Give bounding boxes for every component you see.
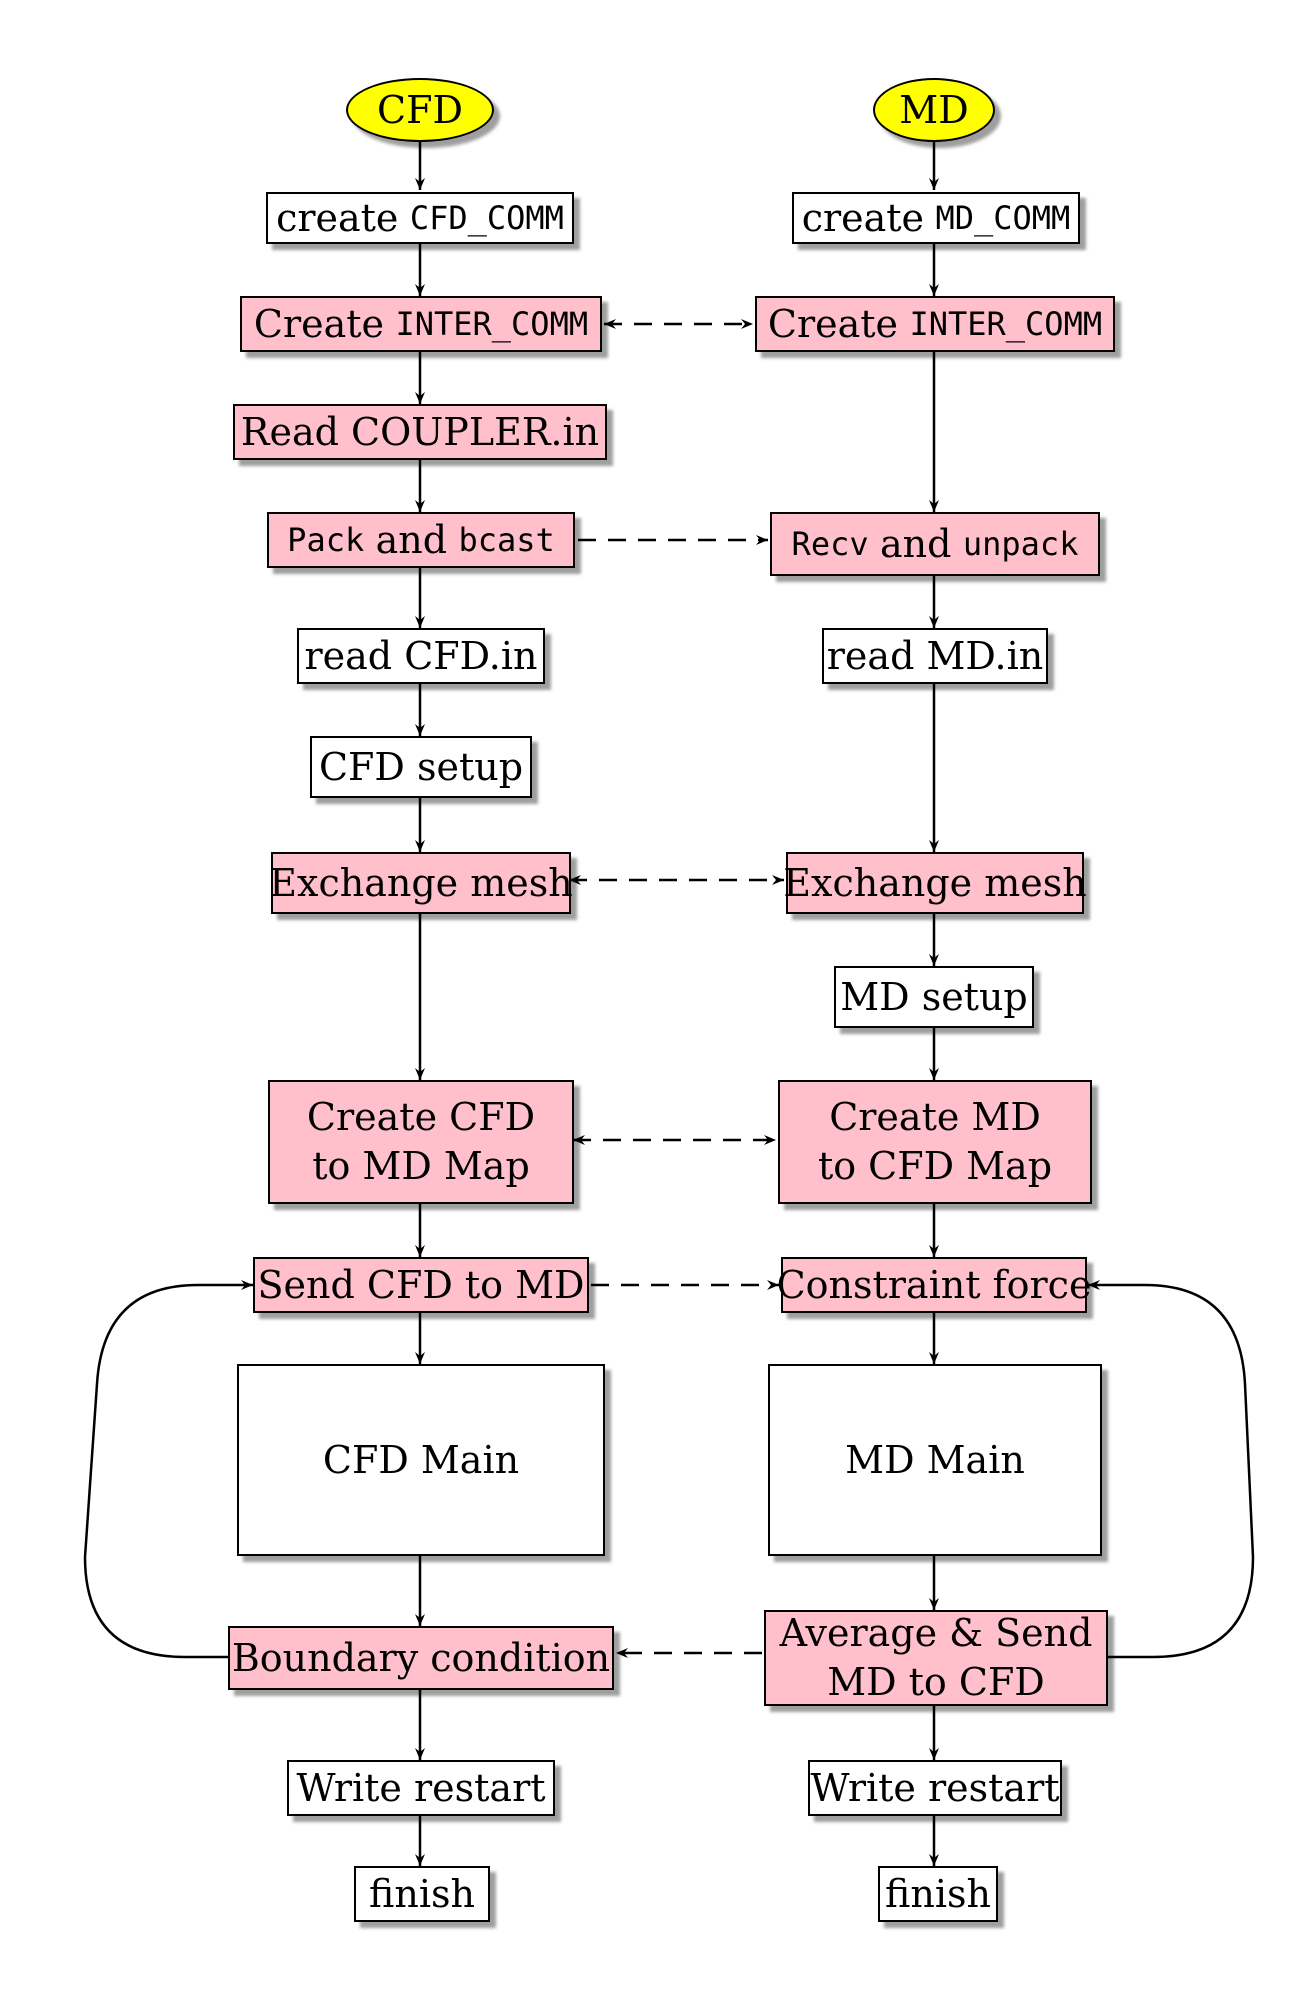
md-start-node: MD [873,78,995,142]
md-exchange-mesh-box: Exchange mesh [783,852,1087,914]
cfd-create-comm-box: create CFD_COMM [266,192,574,244]
cfd-setup-box: CFD setup [310,736,532,798]
md-unpack-code: unpack [962,524,1079,563]
cfd-send-box: Send CFD to MD [253,1257,589,1313]
cfd-write-restart-label: Write restart [296,1765,546,1810]
md-main-box: MD Main [768,1364,1102,1556]
cfd-finish-label: finish [369,1871,475,1916]
md-constraint-force-label: Constraint force [776,1262,1092,1307]
cfd-boundary-box: Boundary condition [228,1626,614,1690]
cfd-create-inter-word: Create [253,301,385,346]
cfd-start-node: CFD [346,78,494,142]
cfd-start-label: CFD [377,88,463,132]
md-create-comm-box: create MD_COMM [792,192,1080,244]
cfd-exchange-mesh-box: Exchange mesh [269,852,573,914]
md-read-in-label: read MD.in [826,633,1044,678]
cfd-pack-word: and [375,517,448,562]
md-average-line2: MD to CFD [827,1660,1045,1704]
md-write-restart-label: Write restart [810,1765,1060,1810]
cfd-create-map-line2: to MD Map [312,1144,530,1188]
cfd-setup-label: CFD setup [318,744,524,789]
cfd-read-coupler-box: Read COUPLER.in [233,404,607,460]
md-average-line1: Average & Send [779,1611,1093,1656]
md-create-comm-word: create [801,195,925,240]
cfd-read-in-label: read CFD.in [304,633,538,678]
md-create-inter-comm-box: Create INTER_COMM [755,296,1115,352]
md-create-comm-code: MD_COMM [935,198,1071,237]
md-create-map-line2: to CFD Map [817,1144,1053,1188]
md-create-map-box: Create MD to CFD Map [778,1080,1092,1204]
md-main-label: MD Main [845,1437,1025,1482]
cfd-read-in-box: read CFD.in [297,628,545,684]
cfd-main-box: CFD Main [237,1364,605,1556]
cfd-pack-code: Pack [287,520,365,559]
cfd-finish-box: finish [354,1866,490,1922]
md-recv-word: and [880,521,952,566]
cfd-bcast-code: bcast [458,520,555,559]
cfd-create-comm-word: create [276,195,399,240]
cfd-write-restart-box: Write restart [287,1760,555,1816]
cfd-boundary-label: Boundary condition [231,1635,611,1680]
md-finish-label: finish [885,1871,991,1916]
md-write-restart-box: Write restart [808,1760,1062,1816]
md-create-inter-word: Create [767,301,899,346]
md-start-label: MD [899,88,969,132]
md-finish-box: finish [878,1866,998,1922]
md-average-send-box: Average & Send MD to CFD [764,1610,1108,1706]
cfd-main-label: CFD Main [322,1437,520,1482]
cfd-create-inter-code: INTER_COMM [395,304,589,343]
md-recv-code: Recv [791,524,869,563]
md-create-map-line1: Create MD [829,1095,1041,1140]
md-exchange-mesh-label: Exchange mesh [783,860,1087,905]
cfd-create-map-line1: Create CFD [306,1095,536,1140]
md-constraint-force-box: Constraint force [777,1257,1091,1313]
cfd-create-inter-comm-box: Create INTER_COMM [240,296,602,352]
md-setup-label: MD setup [840,974,1028,1019]
cfd-read-coupler-label: Read COUPLER.in [240,409,600,454]
loop-md-average-to-constraint [1088,1280,1255,1659]
cfd-create-map-box: Create CFD to MD Map [268,1080,574,1204]
loop-cfd-boundary-to-send [83,1280,253,1659]
cfd-exchange-mesh-label: Exchange mesh [269,860,573,905]
md-setup-box: MD setup [834,966,1034,1028]
md-create-inter-code: INTER_COMM [909,304,1103,343]
cfd-create-comm-code: CFD_COMM [409,198,564,237]
cfd-send-label: Send CFD to MD [257,1262,585,1307]
md-read-in-box: read MD.in [822,628,1048,684]
